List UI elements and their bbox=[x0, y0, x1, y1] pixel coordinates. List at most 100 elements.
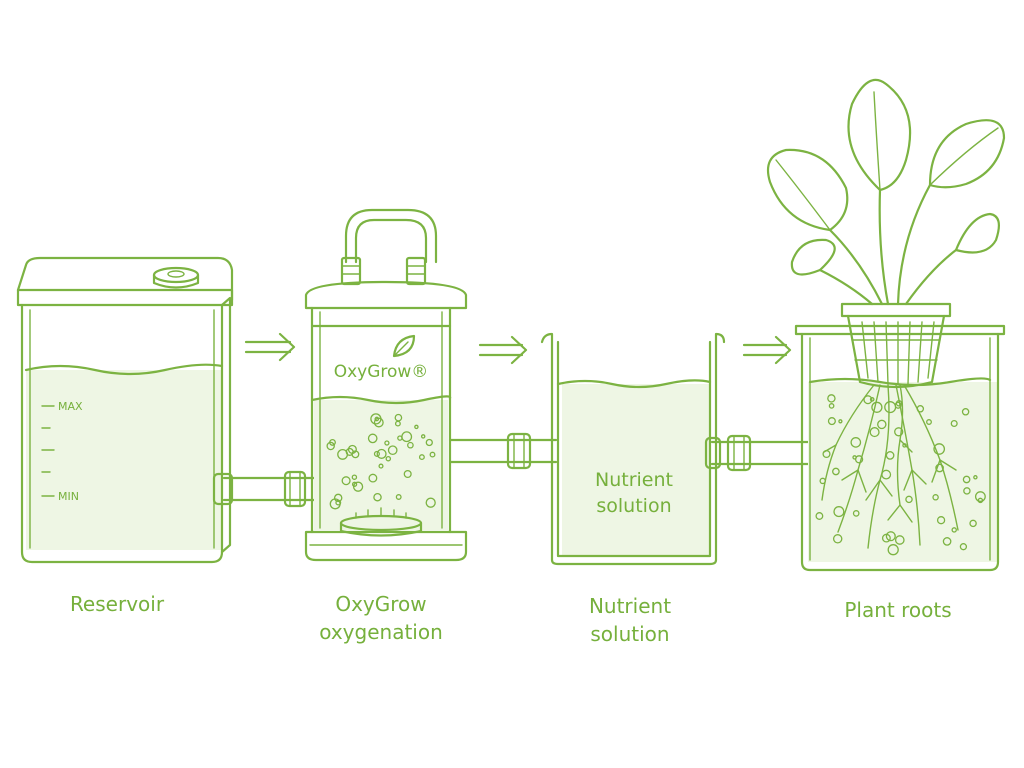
air-diffuser-stone bbox=[339, 507, 423, 537]
oxygen-bubbles bbox=[326, 413, 436, 510]
plant-roots bbox=[821, 384, 959, 549]
nutrient-tank-label-line2: solution bbox=[596, 495, 671, 517]
stage-label-nutrient-line1: Nutrient bbox=[589, 594, 671, 618]
bubble bbox=[326, 441, 335, 451]
bubble bbox=[852, 510, 860, 517]
plant-basket bbox=[840, 302, 952, 389]
bubble bbox=[373, 492, 382, 502]
bubble bbox=[414, 424, 419, 430]
bubble bbox=[815, 512, 824, 520]
bubble bbox=[351, 474, 358, 480]
pipe-reservoir-to-oxygenator bbox=[212, 470, 324, 508]
bubble bbox=[962, 475, 971, 484]
stage-label-oxygrow-line1: OxyGrow bbox=[335, 592, 426, 616]
arrow-right-icon bbox=[742, 335, 792, 365]
bubble bbox=[387, 445, 398, 456]
bubble bbox=[385, 455, 392, 462]
bubble bbox=[869, 397, 875, 402]
oxygenator-unit: OxyGrow® bbox=[304, 208, 468, 562]
pipe-nutrient-to-plant bbox=[704, 434, 814, 472]
bubble bbox=[828, 403, 835, 409]
stage-label-reservoir: Reservoir bbox=[70, 592, 165, 616]
bubble bbox=[376, 448, 387, 459]
bubble bbox=[395, 494, 402, 500]
bubble bbox=[877, 419, 887, 430]
bubble bbox=[394, 420, 401, 427]
bubble bbox=[384, 440, 390, 446]
bubble bbox=[373, 417, 384, 428]
plant-root-tank bbox=[766, 78, 1006, 572]
bubble bbox=[425, 438, 433, 447]
bubble bbox=[420, 434, 426, 439]
bubble bbox=[887, 544, 899, 556]
bubble bbox=[905, 495, 913, 504]
bubble bbox=[881, 533, 891, 543]
plant-leaves bbox=[766, 78, 1006, 306]
bubble bbox=[429, 451, 436, 458]
bubble bbox=[969, 519, 977, 528]
bubble bbox=[932, 494, 939, 501]
bubble bbox=[894, 427, 904, 437]
bubble bbox=[852, 455, 857, 460]
bubble bbox=[973, 475, 978, 480]
bubble bbox=[871, 401, 883, 413]
bubble bbox=[977, 497, 984, 504]
bubble bbox=[933, 443, 946, 455]
bubble bbox=[963, 487, 971, 495]
bubble bbox=[961, 408, 970, 416]
reservoir-tank: MAX MIN bbox=[16, 256, 234, 564]
bubble bbox=[335, 499, 342, 506]
bubble bbox=[863, 395, 873, 405]
bubble bbox=[832, 467, 840, 476]
bubble bbox=[936, 516, 946, 525]
bubble bbox=[833, 506, 845, 518]
nutrient-solution-tank: Nutrient solution bbox=[540, 332, 726, 566]
bubble bbox=[378, 463, 384, 469]
bubble bbox=[951, 527, 957, 533]
bubble bbox=[974, 491, 986, 503]
reservoir-cap bbox=[152, 266, 200, 289]
min-mark: MIN bbox=[58, 490, 79, 503]
bubble bbox=[838, 419, 843, 424]
bubble bbox=[401, 431, 413, 443]
bubble bbox=[832, 534, 843, 544]
bubble bbox=[926, 419, 932, 425]
nutrient-tank-label-line1: Nutrient bbox=[595, 469, 673, 491]
bubble bbox=[885, 531, 896, 542]
bubble bbox=[827, 394, 836, 403]
bubble bbox=[373, 450, 380, 457]
stage-label-plant-roots: Plant roots bbox=[844, 598, 951, 622]
bubble bbox=[894, 535, 905, 545]
stage-label-nutrient-line2: solution bbox=[590, 622, 669, 646]
bubble bbox=[374, 416, 380, 422]
bubble bbox=[352, 481, 364, 492]
water-bubbles bbox=[815, 394, 986, 556]
oxygrow-brand-label: OxyGrow® bbox=[334, 362, 429, 382]
bubble bbox=[368, 473, 378, 483]
bubble bbox=[850, 437, 862, 448]
bubble bbox=[425, 497, 436, 508]
bubble bbox=[403, 469, 412, 479]
bubble bbox=[345, 447, 354, 456]
bubble bbox=[869, 427, 880, 438]
max-mark: MAX bbox=[58, 400, 83, 413]
bubble bbox=[341, 476, 351, 486]
bubble bbox=[942, 537, 952, 546]
bubble bbox=[407, 441, 414, 449]
bubble bbox=[418, 454, 425, 461]
bubble bbox=[351, 481, 358, 487]
bubble bbox=[827, 417, 836, 426]
arrow-right-icon bbox=[244, 332, 296, 362]
bubble bbox=[959, 543, 968, 551]
level-scale bbox=[41, 405, 55, 497]
stage-label-oxygrow-line2: oxygenation bbox=[319, 620, 443, 644]
arrow-right-icon bbox=[478, 335, 528, 365]
leaf-icon bbox=[392, 334, 416, 358]
bubble bbox=[347, 444, 357, 454]
bubble bbox=[367, 433, 378, 444]
pipe-oxygenator-to-nutrient bbox=[448, 432, 558, 470]
bubble bbox=[884, 401, 897, 414]
bubble bbox=[333, 493, 343, 503]
bubble bbox=[950, 419, 958, 428]
